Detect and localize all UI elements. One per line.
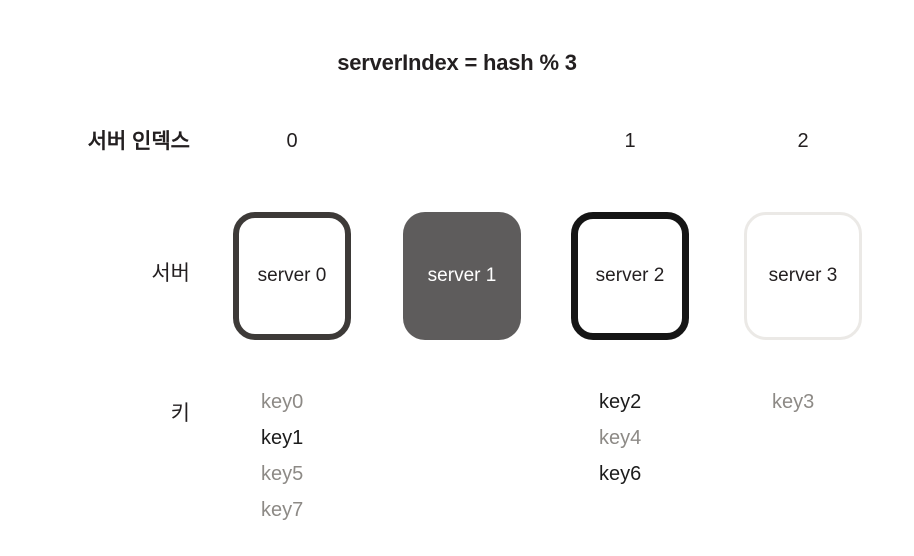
- server-column-2: 1 server 2 key2 key4 key6: [565, 0, 695, 556]
- row-label-server: 서버: [151, 262, 190, 285]
- key-list-2: key2 key4 key6: [599, 384, 709, 492]
- server-column-3: 2 server 3 key3: [738, 0, 868, 556]
- key-item: key0: [261, 391, 304, 413]
- key-list-3: key3: [772, 384, 882, 420]
- server-column-0: 0 server 0 key0 key1 key5 key7: [227, 0, 357, 556]
- server-box-1[interactable]: server 1: [403, 212, 521, 340]
- server-box-label-2: server 2: [595, 265, 665, 286]
- server-box-label-0: server 0: [257, 265, 327, 286]
- server-box-0[interactable]: server 0: [233, 212, 351, 340]
- key-list-0: key0 key1 key5 key7: [261, 384, 371, 528]
- server-box-2[interactable]: server 2: [571, 212, 689, 340]
- key-item: key3: [772, 391, 815, 413]
- server-column-1: server 1: [397, 0, 527, 556]
- key-item: key1: [261, 427, 304, 449]
- row-label-key: 키: [170, 402, 190, 425]
- server-index-value-2: 1: [624, 130, 636, 152]
- server-box-label-1: server 1: [427, 265, 497, 286]
- key-item: key2: [599, 391, 642, 413]
- server-box-3[interactable]: server 3: [744, 212, 862, 340]
- server-box-label-3: server 3: [768, 265, 838, 286]
- key-item: key7: [261, 499, 304, 521]
- key-item: key5: [261, 463, 304, 485]
- formula-title: serverIndex = hash % 3: [337, 50, 577, 75]
- server-index-value-3: 2: [797, 130, 809, 152]
- key-item: key6: [599, 463, 642, 485]
- row-label-server-index: 서버 인덱스: [87, 130, 190, 153]
- server-index-value-0: 0: [286, 130, 298, 152]
- key-item: key4: [599, 427, 642, 449]
